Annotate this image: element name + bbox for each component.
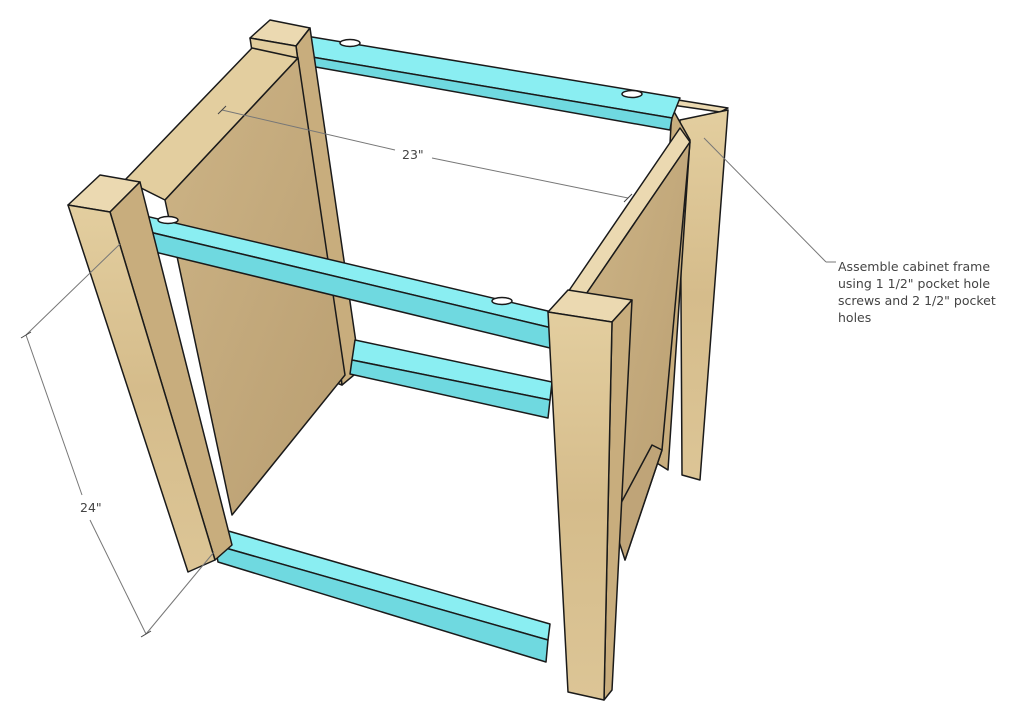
front-bottom-rail — [214, 527, 551, 663]
front-left-leg — [67, 174, 233, 573]
pocket-hole — [157, 215, 179, 225]
assembly-note-line: screws and 2 1/2" pocket — [838, 293, 996, 308]
left-side-panel — [124, 47, 346, 516]
annotation-leader — [703, 137, 836, 263]
assembly-note-line: using 1 1/2" pocket hole — [838, 276, 991, 291]
height-dimension-label: 24" — [80, 500, 102, 515]
front-right-leg — [547, 289, 633, 701]
middle-back-rail — [349, 339, 553, 419]
back-top-rail — [305, 35, 681, 131]
width-dimension — [217, 105, 633, 203]
assembly-note-line: Assemble cabinet frame — [838, 259, 991, 274]
assembly-note: Assemble cabinet frame using 1 1/2" pock… — [838, 258, 1018, 326]
width-dimension-label: 23" — [402, 147, 424, 162]
height-dimension — [20, 243, 215, 638]
pocket-hole — [491, 296, 513, 306]
pocket-hole — [339, 38, 361, 48]
pocket-hole — [621, 89, 643, 99]
assembly-note-line: holes — [838, 310, 872, 325]
